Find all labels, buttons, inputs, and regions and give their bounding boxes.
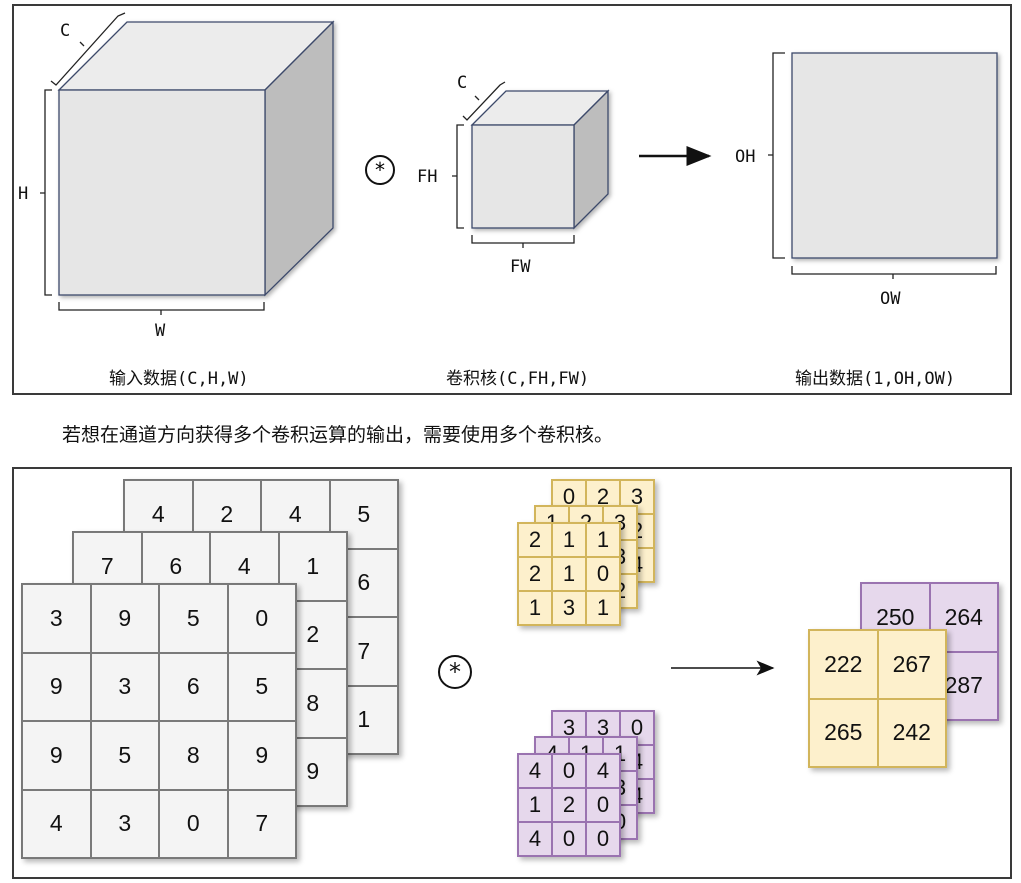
cell: 5 <box>329 480 398 549</box>
cell: 2 <box>518 557 552 591</box>
cell: 3 <box>90 789 159 858</box>
cell: 1 <box>552 523 586 557</box>
cell: 1 <box>518 591 552 625</box>
cell: 0 <box>586 822 620 856</box>
cell: 0 <box>552 822 586 856</box>
input-cube <box>57 20 335 297</box>
cell: 9 <box>227 721 296 790</box>
explanation-text: 若想在通道方向获得多个卷积运算的输出，需要使用多个卷积核。 <box>62 424 614 446</box>
kernel-caption: 卷积核(C,FH,FW) <box>446 369 589 389</box>
cell: 1 <box>518 788 552 822</box>
cell: 0 <box>586 557 620 591</box>
output-h-bracket <box>768 52 785 259</box>
output-w-bracket <box>791 266 997 279</box>
cell: 222 <box>809 630 878 699</box>
input-h-bracket <box>40 89 52 296</box>
cell: 5 <box>159 584 228 653</box>
cell: 4 <box>518 822 552 856</box>
cell: 4 <box>22 789 91 858</box>
input-c-bracket <box>50 12 126 86</box>
cell: 2 <box>518 523 552 557</box>
input-cube-front <box>58 89 266 296</box>
output-dim-h: OH <box>735 147 755 167</box>
cell: 0 <box>159 789 228 858</box>
cell: 3 <box>90 652 159 721</box>
input-channel-front: 3 9 5 0 9 3 6 5 9 5 8 9 4 3 0 7 <box>21 583 297 859</box>
cell: 3 <box>552 591 586 625</box>
kernel-purple-front: 4 0 4 1 2 0 4 0 0 <box>517 753 621 857</box>
cell: 1 <box>278 532 347 601</box>
cell: 267 <box>877 630 946 699</box>
kernel-c-bracket <box>462 81 506 121</box>
output-map <box>791 52 998 259</box>
cell: 9 <box>22 652 91 721</box>
cell: 1 <box>586 591 620 625</box>
kernel-yellow-front: 2 1 1 2 1 0 1 3 1 <box>517 522 621 626</box>
convolution-asterisk: * <box>449 658 461 686</box>
output-map-yellow: 222 267 265 242 <box>808 629 947 768</box>
cell: 4 <box>518 754 552 788</box>
cell: 7 <box>227 789 296 858</box>
input-dim-w: W <box>155 321 166 341</box>
cell: 242 <box>877 698 946 767</box>
convolution-asterisk: * <box>375 158 385 182</box>
convolution-operator-icon <box>365 155 395 185</box>
kernel-dim-w: FW <box>510 257 531 277</box>
input-dim-h: H <box>18 184 28 204</box>
cell: 5 <box>90 721 159 790</box>
top-diagram: C H W 输入数据(C,H,W) * C FH FW 卷积核(C,FH,FW)… <box>18 12 998 389</box>
cell: 0 <box>227 584 296 653</box>
kernel-dim-c: C <box>457 73 467 93</box>
input-caption: 输入数据(C,H,W) <box>109 369 249 389</box>
cell: 1 <box>552 557 586 591</box>
cell: 0 <box>552 754 586 788</box>
cell: 265 <box>809 698 878 767</box>
output-caption: 输出数据(1,OH,OW) <box>795 369 955 389</box>
cell: 0 <box>586 788 620 822</box>
kernel-h-bracket <box>452 124 464 229</box>
kernel-dim-h: FH <box>417 167 437 187</box>
cell: 9 <box>22 721 91 790</box>
cell: 264 <box>929 583 998 652</box>
kernel-w-bracket <box>471 235 575 248</box>
convolution-operator-icon: * <box>438 655 472 689</box>
cell: 2 <box>552 788 586 822</box>
cell: 1 <box>586 523 620 557</box>
cell: 4 <box>586 754 620 788</box>
kernel-cube <box>470 89 610 230</box>
cell: 287 <box>929 651 998 720</box>
output-dim-w: OW <box>880 289 901 309</box>
kernel-cube-front <box>471 124 575 229</box>
cell: 5 <box>227 652 296 721</box>
input-dim-c: C <box>60 21 70 41</box>
cell: 3 <box>22 584 91 653</box>
cell: 9 <box>90 584 159 653</box>
input-w-bracket <box>58 302 265 315</box>
cell: 8 <box>159 721 228 790</box>
cell: 6 <box>159 652 228 721</box>
